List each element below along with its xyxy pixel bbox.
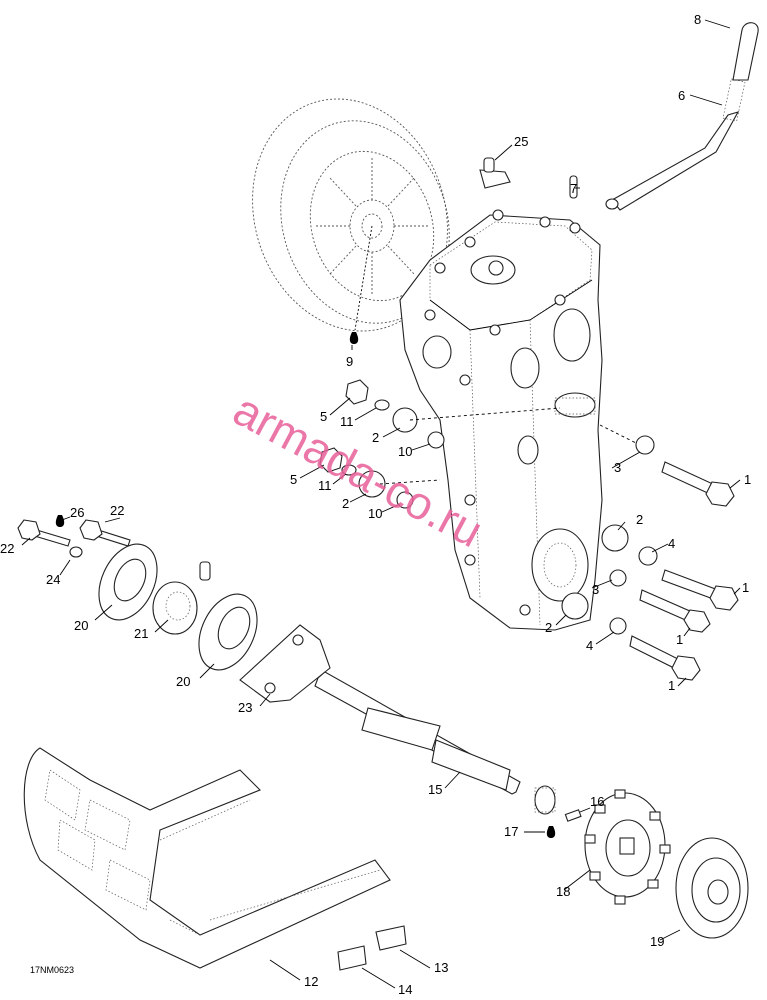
callout-21: 21 [134, 626, 148, 641]
ghost-pulley [252, 98, 450, 332]
callout-11b: 11 [318, 478, 332, 493]
callout-3a: 3 [614, 460, 621, 475]
callout-14: 14 [398, 982, 412, 997]
sprockets [584, 789, 749, 939]
callout-22a: 22 [110, 503, 124, 518]
track [23, 747, 407, 971]
callout-1d: 1 [668, 678, 675, 693]
callout-20b: 20 [176, 674, 190, 689]
callout-2b: 2 [342, 496, 349, 511]
callout-13: 13 [434, 960, 448, 975]
callout-15: 15 [428, 782, 442, 797]
gearbox-housing [399, 209, 603, 631]
callout-5b: 5 [290, 472, 297, 487]
callout-1c: 1 [676, 632, 683, 647]
callout-2a: 2 [372, 430, 379, 445]
callout-17: 17 [504, 824, 518, 839]
callout-5a: 5 [320, 409, 327, 424]
callout-3b: 3 [592, 582, 599, 597]
callout-18: 18 [556, 884, 570, 899]
callout-26: 26 [70, 505, 84, 520]
callout-6: 6 [678, 88, 685, 103]
callout-1a: 1 [744, 472, 751, 487]
lube-drops [55, 332, 556, 838]
callout-10b: 10 [368, 506, 382, 521]
diagram-code: 17NM0623 [30, 965, 74, 975]
callout-23: 23 [238, 700, 252, 715]
callout-11a: 11 [340, 414, 354, 429]
callout-2d: 2 [545, 620, 552, 635]
lever-assembly [605, 22, 759, 211]
shaft-group [239, 624, 582, 822]
callout-19: 19 [650, 934, 664, 949]
callout-7: 7 [570, 181, 577, 196]
callout-20a: 20 [74, 618, 88, 633]
callout-24: 24 [46, 572, 60, 587]
bearing-group [17, 519, 258, 671]
callout-1b: 1 [742, 580, 749, 595]
small-parts-top [479, 157, 578, 199]
callout-2c: 2 [636, 512, 643, 527]
callout-12: 12 [304, 974, 318, 989]
callout-4a: 4 [668, 536, 675, 551]
bolts-right [561, 424, 739, 681]
leader-lines [21, 19, 741, 989]
callout-22b: 22 [0, 541, 14, 556]
callout-8: 8 [694, 12, 701, 27]
callout-4b: 4 [586, 638, 593, 653]
callout-labels: 8 6 25 7 9 5 11 2 10 5 11 2 10 3 1 2 4 1… [0, 12, 751, 997]
callout-10a: 10 [398, 444, 412, 459]
callout-9: 9 [346, 354, 353, 369]
callout-25: 25 [514, 134, 528, 149]
callout-16: 16 [590, 794, 604, 809]
fasteners-upper [319, 379, 561, 509]
